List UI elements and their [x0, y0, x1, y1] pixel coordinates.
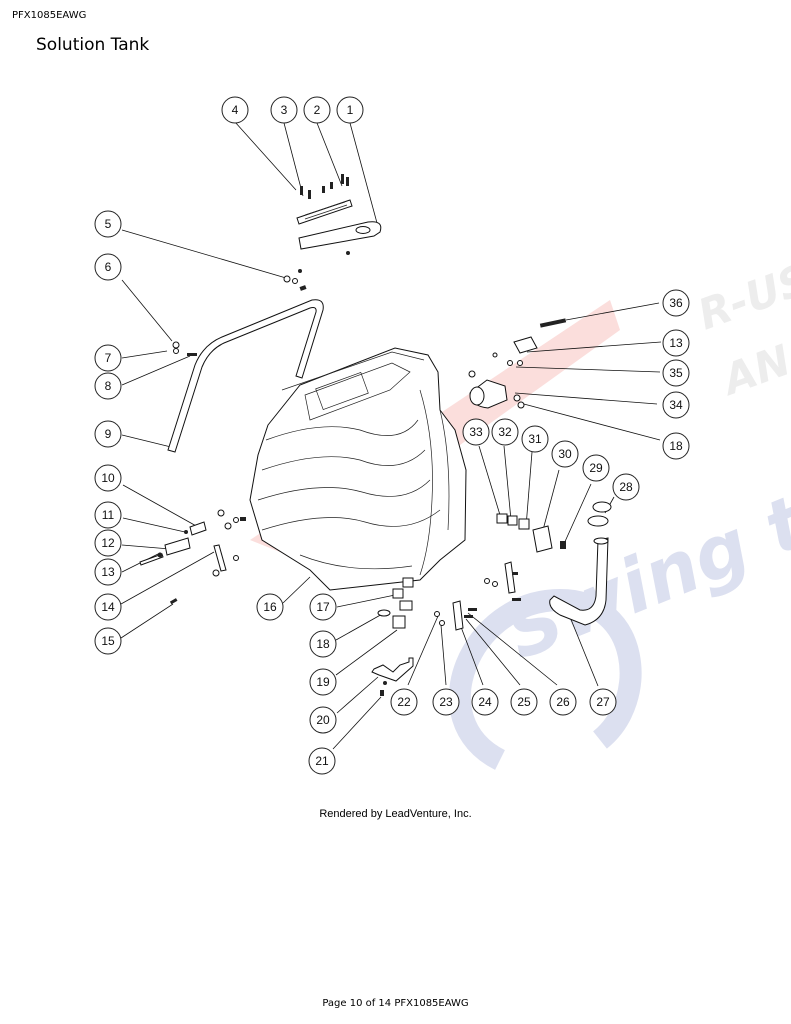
screw-group [300, 174, 349, 199]
callout-18[interactable]: 18 [309, 630, 337, 658]
callout-26[interactable]: 26 [549, 688, 577, 716]
callout-13-right[interactable]: 13 [662, 329, 690, 357]
callout-24[interactable]: 24 [471, 688, 499, 716]
callout-12[interactable]: 12 [94, 529, 122, 557]
callout-35[interactable]: 35 [662, 359, 690, 387]
svg-text:17: 17 [316, 600, 330, 614]
callout-14[interactable]: 14 [94, 593, 122, 621]
hinge-strip [296, 199, 353, 225]
fastener-group-6-8 [172, 341, 197, 356]
svg-text:22: 22 [397, 695, 411, 709]
callout-25[interactable]: 25 [510, 688, 538, 716]
callout-6[interactable]: 6 [94, 253, 122, 281]
handle-bar [167, 299, 324, 453]
bottom-fittings [371, 577, 477, 696]
callout-15[interactable]: 15 [94, 627, 122, 655]
svg-text:5: 5 [105, 217, 112, 231]
svg-text:20: 20 [316, 713, 330, 727]
svg-text:6: 6 [105, 260, 112, 274]
callout-20[interactable]: 20 [309, 706, 337, 734]
callout-9[interactable]: 9 [94, 420, 122, 448]
callout-22[interactable]: 22 [390, 688, 418, 716]
svg-text:16: 16 [263, 600, 277, 614]
svg-text:25: 25 [517, 695, 531, 709]
watermark-line-3: Swing to [495, 460, 791, 676]
svg-text:29: 29 [589, 461, 603, 475]
callout-34[interactable]: 34 [662, 391, 690, 419]
svg-text:24: 24 [478, 695, 492, 709]
callout-27[interactable]: 27 [589, 688, 617, 716]
page-footer: Page 10 of 14 PFX1085EAWG [322, 998, 469, 1009]
callout-17[interactable]: 17 [309, 593, 337, 621]
svg-text:7: 7 [105, 351, 112, 365]
callout-8[interactable]: 8 [94, 372, 122, 400]
callout-2[interactable]: 2 [303, 96, 331, 124]
page-title: Solution Tank [36, 35, 150, 55]
svg-text:32: 32 [498, 425, 512, 439]
callout-10[interactable]: 10 [94, 464, 122, 492]
svg-text:9: 9 [105, 427, 112, 441]
parts [139, 174, 612, 696]
callout-32[interactable]: 32 [491, 418, 519, 446]
svg-text:14: 14 [101, 600, 115, 614]
svg-text:18: 18 [316, 637, 330, 651]
callout-36[interactable]: 36 [662, 289, 690, 317]
fastener-group-5 [283, 269, 307, 291]
svg-text:3: 3 [281, 103, 288, 117]
svg-text:27: 27 [596, 695, 610, 709]
svg-text:4: 4 [232, 103, 239, 117]
svg-text:8: 8 [105, 379, 112, 393]
svg-text:11: 11 [102, 508, 115, 522]
callout-5[interactable]: 5 [94, 210, 122, 238]
callout-19[interactable]: 19 [309, 668, 337, 696]
svg-text:19: 19 [316, 675, 330, 689]
callout-7[interactable]: 7 [94, 344, 122, 372]
svg-text:13: 13 [669, 336, 683, 350]
left-bracket-group [139, 509, 246, 605]
callout-11[interactable]: 11 [94, 501, 122, 529]
svg-text:10: 10 [101, 471, 115, 485]
callout-23[interactable]: 23 [432, 688, 460, 716]
svg-text:36: 36 [669, 296, 683, 310]
callout-31[interactable]: 31 [521, 425, 549, 453]
model-number: PFX1085EAWG [12, 10, 87, 21]
callout-3[interactable]: 3 [270, 96, 298, 124]
lid-plate [298, 221, 382, 255]
svg-text:1: 1 [347, 103, 354, 117]
render-credit: Rendered by LeadVenture, Inc. [319, 808, 472, 820]
svg-text:33: 33 [469, 425, 483, 439]
watermark-line-1: R-US [692, 254, 791, 339]
watermark-line-2: AN [714, 335, 791, 405]
right-side-parts [468, 318, 612, 626]
svg-text:30: 30 [558, 447, 572, 461]
callout-18-right[interactable]: 18 [662, 432, 690, 460]
svg-text:28: 28 [619, 480, 633, 494]
svg-text:35: 35 [669, 366, 683, 380]
callout-33[interactable]: 33 [462, 418, 490, 446]
solution-tank [249, 347, 467, 591]
callout-30[interactable]: 30 [551, 440, 579, 468]
callout-1[interactable]: 1 [336, 96, 364, 124]
svg-text:13: 13 [101, 565, 115, 579]
svg-text:2: 2 [314, 103, 321, 117]
callout-13[interactable]: 13 [94, 558, 122, 586]
callout-28[interactable]: 28 [612, 473, 640, 501]
callout-29[interactable]: 29 [582, 454, 610, 482]
callout-21[interactable]: 21 [308, 747, 336, 775]
svg-text:18: 18 [669, 439, 683, 453]
svg-text:21: 21 [315, 754, 329, 768]
callout-16[interactable]: 16 [256, 593, 284, 621]
callout-4[interactable]: 4 [221, 96, 249, 124]
svg-text:26: 26 [556, 695, 570, 709]
svg-text:34: 34 [669, 398, 683, 412]
svg-text:15: 15 [101, 634, 115, 648]
leader-lines [120, 121, 662, 750]
svg-text:23: 23 [439, 695, 453, 709]
svg-text:12: 12 [101, 536, 115, 550]
svg-text:31: 31 [528, 432, 542, 446]
